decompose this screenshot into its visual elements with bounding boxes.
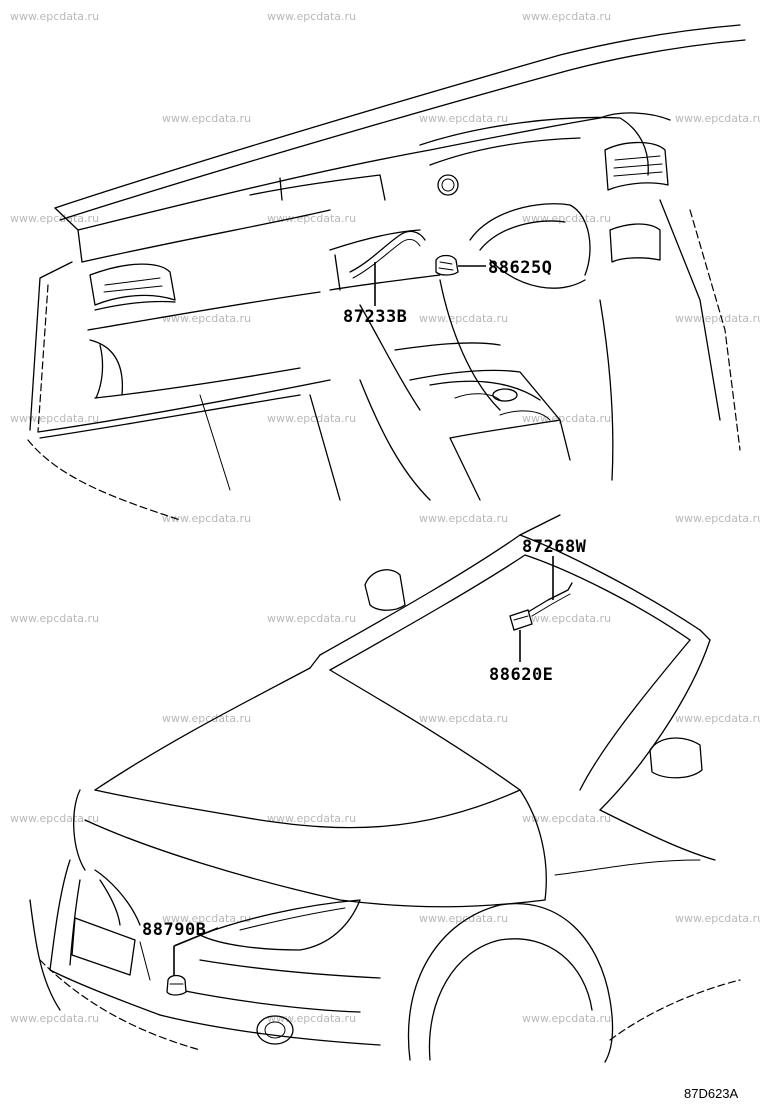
watermark-text: www.epcdata.ru [522,1012,611,1025]
diagram-code: 87D623A [684,1086,739,1101]
part-label-87268w[interactable]: 87268W [522,537,587,557]
watermark-text: www.epcdata.ru [10,10,99,23]
watermark-text: www.epcdata.ru [267,612,356,625]
watermark-text: www.epcdata.ru [522,812,611,825]
watermark-text: www.epcdata.ru [10,612,99,625]
watermark-text: www.epcdata.ru [10,412,99,425]
watermark-text: www.epcdata.ru [162,512,251,525]
watermark-text: www.epcdata.ru [675,712,760,725]
dashboard-illustration [27,24,746,521]
watermark-layer: www.epcdata.ru www.epcdata.ru www.epcdata.… [10,10,760,1025]
watermark-text: www.epcdata.ru [522,10,611,23]
watermark-text: www.epcdata.ru [162,712,251,725]
watermark-text: www.epcdata.ru [419,112,508,125]
watermark-text: www.epcdata.ru [419,312,508,325]
watermark-text: www.epcdata.ru [267,10,356,23]
part-label-88625q[interactable]: 88625Q [488,258,552,278]
watermark-text: www.epcdata.ru [162,912,251,925]
watermark-text: www.epcdata.ru [419,512,508,525]
leader-lines [173,262,554,976]
watermark-text: www.epcdata.ru [675,112,760,125]
watermark-text: www.epcdata.ru [522,412,611,425]
watermark-text: www.epcdata.ru [675,512,760,525]
watermark-text: www.epcdata.ru [267,412,356,425]
watermark-text: www.epcdata.ru [522,212,611,225]
watermark-text: www.epcdata.ru [10,212,99,225]
watermark-text: www.epcdata.ru [419,912,508,925]
watermark-text: www.epcdata.ru [675,912,760,925]
watermark-text: www.epcdata.ru [419,712,508,725]
watermark-text: www.epcdata.ru [10,1012,99,1025]
car-front-illustration [29,514,741,1063]
watermark-text: www.epcdata.ru [267,212,356,225]
part-label-87233b[interactable]: 87233B [343,307,407,327]
watermark-text: www.epcdata.ru [267,812,356,825]
watermark-text: www.epcdata.ru [10,812,99,825]
part-label-88790b[interactable]: 88790B [142,920,206,940]
watermark-text: www.epcdata.ru [675,312,760,325]
watermark-text: www.epcdata.ru [162,312,251,325]
watermark-text: www.epcdata.ru [522,612,611,625]
part-label-88620e[interactable]: 88620E [489,665,553,685]
watermark-text: www.epcdata.ru [162,112,251,125]
